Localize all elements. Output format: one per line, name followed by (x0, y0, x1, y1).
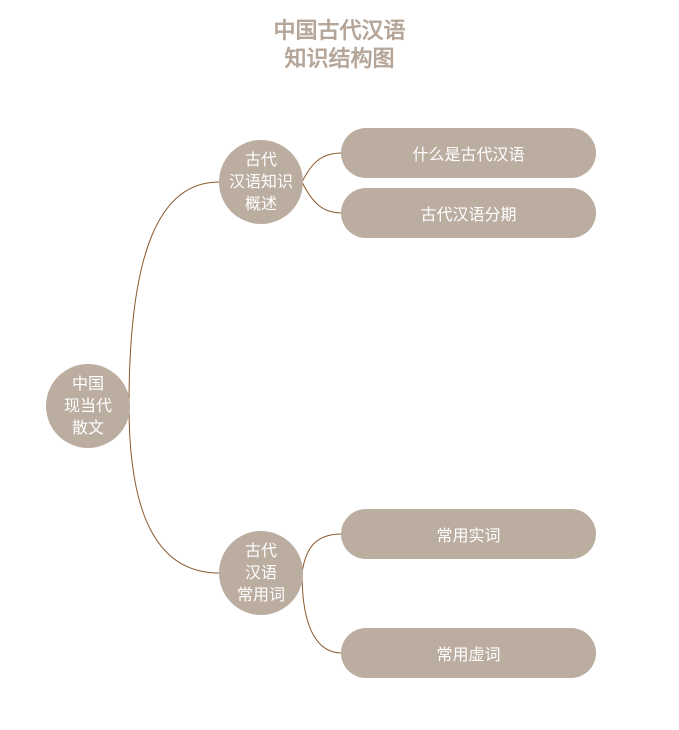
branch-node-common-words: 古代 汉语 常用词 (219, 531, 303, 615)
branch-node-line: 汉语 (244, 563, 277, 582)
branch-node-line: 概述 (244, 194, 277, 213)
leaf-node-what-is-ancient-chinese: 什么是古代汉语 (341, 128, 596, 178)
connector-branch-2-to-leaf-3 (301, 533, 343, 574)
root-node: 中国 现当代 散文 (46, 364, 130, 448)
leaf-node-label: 古代汉语分期 (420, 205, 517, 224)
branch-node-overview: 古代 汉语知识 概述 (219, 140, 303, 224)
diagram-title: 中国古代汉语 知识结构图 (0, 18, 679, 74)
root-node-line: 现当代 (63, 396, 112, 415)
branch-node-line: 汉语知识 (228, 172, 293, 191)
connector-root-to-branch-2 (128, 405, 220, 574)
branch-node-line: 古代 (244, 150, 277, 169)
leaf-node-content-words: 常用实词 (341, 509, 596, 559)
branch-node-line: 常用词 (236, 585, 285, 604)
leaf-node-label: 常用实词 (436, 526, 501, 545)
leaf-node-label: 什么是古代汉语 (412, 145, 525, 164)
root-node-line: 中国 (71, 374, 104, 393)
leaf-node-label: 常用虚词 (436, 645, 501, 664)
root-node-line: 散文 (71, 418, 104, 437)
leaf-node-function-words: 常用虚词 (341, 628, 596, 678)
title-line-1: 中国古代汉语 (273, 19, 406, 44)
leaf-node-periodization: 古代汉语分期 (341, 188, 596, 238)
title-line-2: 知识结构图 (284, 47, 395, 72)
connector-root-to-branch-1 (128, 181, 220, 407)
connector-branch-1-to-leaf-1 (301, 152, 343, 183)
connector-branch-2-to-leaf-4 (301, 572, 343, 654)
connector-branch-1-to-leaf-2 (301, 181, 343, 214)
branch-node-line: 古代 (244, 541, 277, 560)
